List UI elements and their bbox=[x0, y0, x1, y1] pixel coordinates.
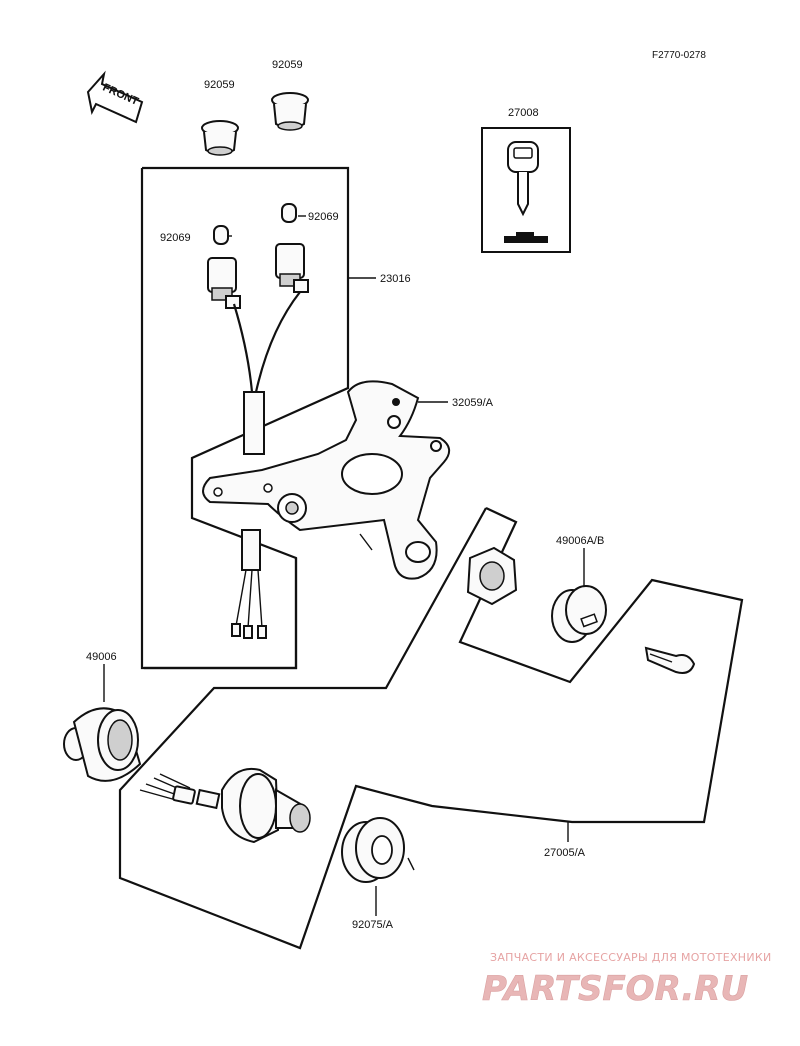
bracket-group-outline bbox=[144, 558, 298, 670]
label-92059-b: 92059 bbox=[272, 59, 303, 71]
front-arrow-icon: FRONT bbox=[86, 70, 144, 124]
drawing-code: F2770-0278 bbox=[652, 50, 706, 61]
label-92075: 92075/A bbox=[352, 919, 394, 931]
label-92059-a: 92059 bbox=[204, 79, 235, 91]
nut-cap-group-outline bbox=[118, 507, 744, 950]
cover-49006 bbox=[63, 707, 142, 782]
watermark-tagline: ЗАПЧАСТИ И АКСЕССУАРЫ ДЛЯ МОТОТЕХНИКИ bbox=[490, 951, 772, 964]
label-49006: 49006 bbox=[86, 651, 117, 663]
wiring-harness-23016 bbox=[207, 243, 309, 639]
watermark-logo: PARTSFOR.RU bbox=[482, 969, 748, 1009]
bulb-92069-b bbox=[281, 203, 297, 223]
label-23016: 23016 bbox=[380, 273, 411, 285]
label-92069-b: 92069 bbox=[308, 211, 339, 223]
label-27005: 27005/A bbox=[544, 847, 586, 859]
cap-49006ab bbox=[551, 585, 607, 643]
label-32059: 32059/A bbox=[452, 397, 494, 409]
label-92069-a: 92069 bbox=[160, 232, 191, 244]
label-49006ab: 49006A/B bbox=[556, 535, 604, 547]
label-27008: 27008 bbox=[508, 107, 539, 119]
key-icon bbox=[644, 646, 696, 674]
ignition-switch-27005 bbox=[139, 768, 311, 844]
key-blank-27008 bbox=[481, 127, 571, 253]
bulb-socket-92059-a bbox=[201, 120, 239, 156]
bulb-socket-92059-b bbox=[271, 92, 309, 131]
washer-92075 bbox=[341, 817, 415, 883]
bracket-32059 bbox=[202, 380, 451, 580]
bulb-92069-a bbox=[213, 225, 229, 245]
lock-nut bbox=[466, 546, 518, 606]
